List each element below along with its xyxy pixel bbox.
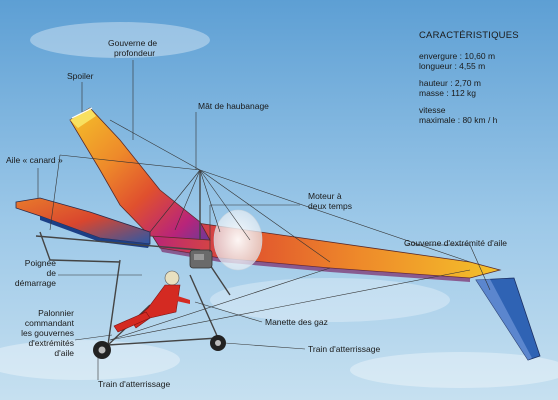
label-rudder-bar: Palonnier commandant les gouvernes d'ext… [4, 308, 74, 358]
label-rudder-bar-line4: d'extrémités [28, 338, 74, 348]
specs-speed: vitesse maximale : 80 km / h [419, 105, 519, 125]
spec-span: envergure : 10,60 m [419, 51, 496, 61]
left-main-wing [69, 107, 211, 241]
label-spoiler: Spoiler [67, 71, 94, 81]
spoiler-edge [71, 107, 93, 119]
label-starter-line3: démarrage [14, 278, 56, 288]
label-canard: Aile « canard » [6, 155, 63, 165]
label-landing-gear-right: Train d'atterrissage [308, 344, 381, 354]
label-landing-gear-bottom: Train d'atterrissage [98, 379, 171, 389]
label-starter-handle: Poignée de démarrage [8, 258, 56, 288]
label-rudder-bar-line5: d'aile [54, 348, 74, 358]
label-rudder-bar-line1: Palonnier [38, 308, 74, 318]
label-rudder-bar-line3: les gouvernes [21, 328, 74, 338]
leader-lines [37, 60, 491, 380]
main-wheel-hub [215, 340, 221, 346]
rigging-wires [49, 119, 471, 341]
label-wingtip-rudder: Gouverne d'extrémité d'aile [404, 238, 507, 248]
pilot-helmet [164, 270, 180, 286]
cloud [30, 22, 210, 58]
label-starter-line1: Poignée [24, 258, 56, 268]
specs-height-mass: hauteur : 2,70 m masse : 112 kg [419, 78, 519, 98]
pilot-arm [163, 292, 190, 304]
wingtip-rudder-highlight [476, 279, 532, 360]
label-mast: Mât de haubanage [198, 101, 269, 111]
label-engine-line2: deux temps [308, 201, 352, 211]
label-elevator: Gouverne de profondeur [108, 38, 157, 58]
specifications-panel: CARACTÉRISTIQUES envergure : 10,60 m lon… [419, 30, 519, 132]
right-wing-underside [160, 248, 470, 282]
specs-dimensions: envergure : 10,60 m longueur : 4,55 m [419, 51, 519, 71]
cloud [0, 340, 180, 380]
label-elevator-line1: Gouverne de [108, 38, 158, 48]
pilot-leg [113, 311, 151, 333]
pilot [113, 270, 190, 333]
label-engine: Moteur à deux temps [308, 191, 352, 211]
airframe-tubes [35, 170, 231, 346]
spec-height: hauteur : 2,70 m [419, 78, 481, 88]
label-starter-line2: de [46, 268, 56, 278]
label-throttle: Manette des gaz [265, 317, 328, 327]
specs-title: CARACTÉRISTIQUES [419, 30, 519, 41]
label-engine-line1: Moteur à [308, 191, 342, 201]
spec-length: longueur : 4,55 m [419, 61, 486, 71]
cloud [350, 352, 558, 388]
engine-detail [194, 254, 204, 260]
nose-wheel-hub [98, 346, 106, 354]
spec-speed-max: maximale : 80 km / h [419, 115, 498, 125]
label-elevator-line2: profondeur [114, 48, 156, 58]
spec-speed-label: vitesse [419, 105, 446, 115]
spec-mass: masse : 112 kg [419, 88, 477, 98]
cloud [210, 278, 450, 322]
propeller-disc [213, 209, 263, 271]
spoiler-surface [70, 108, 96, 128]
label-rudder-bar-line2: commandant [24, 318, 74, 328]
